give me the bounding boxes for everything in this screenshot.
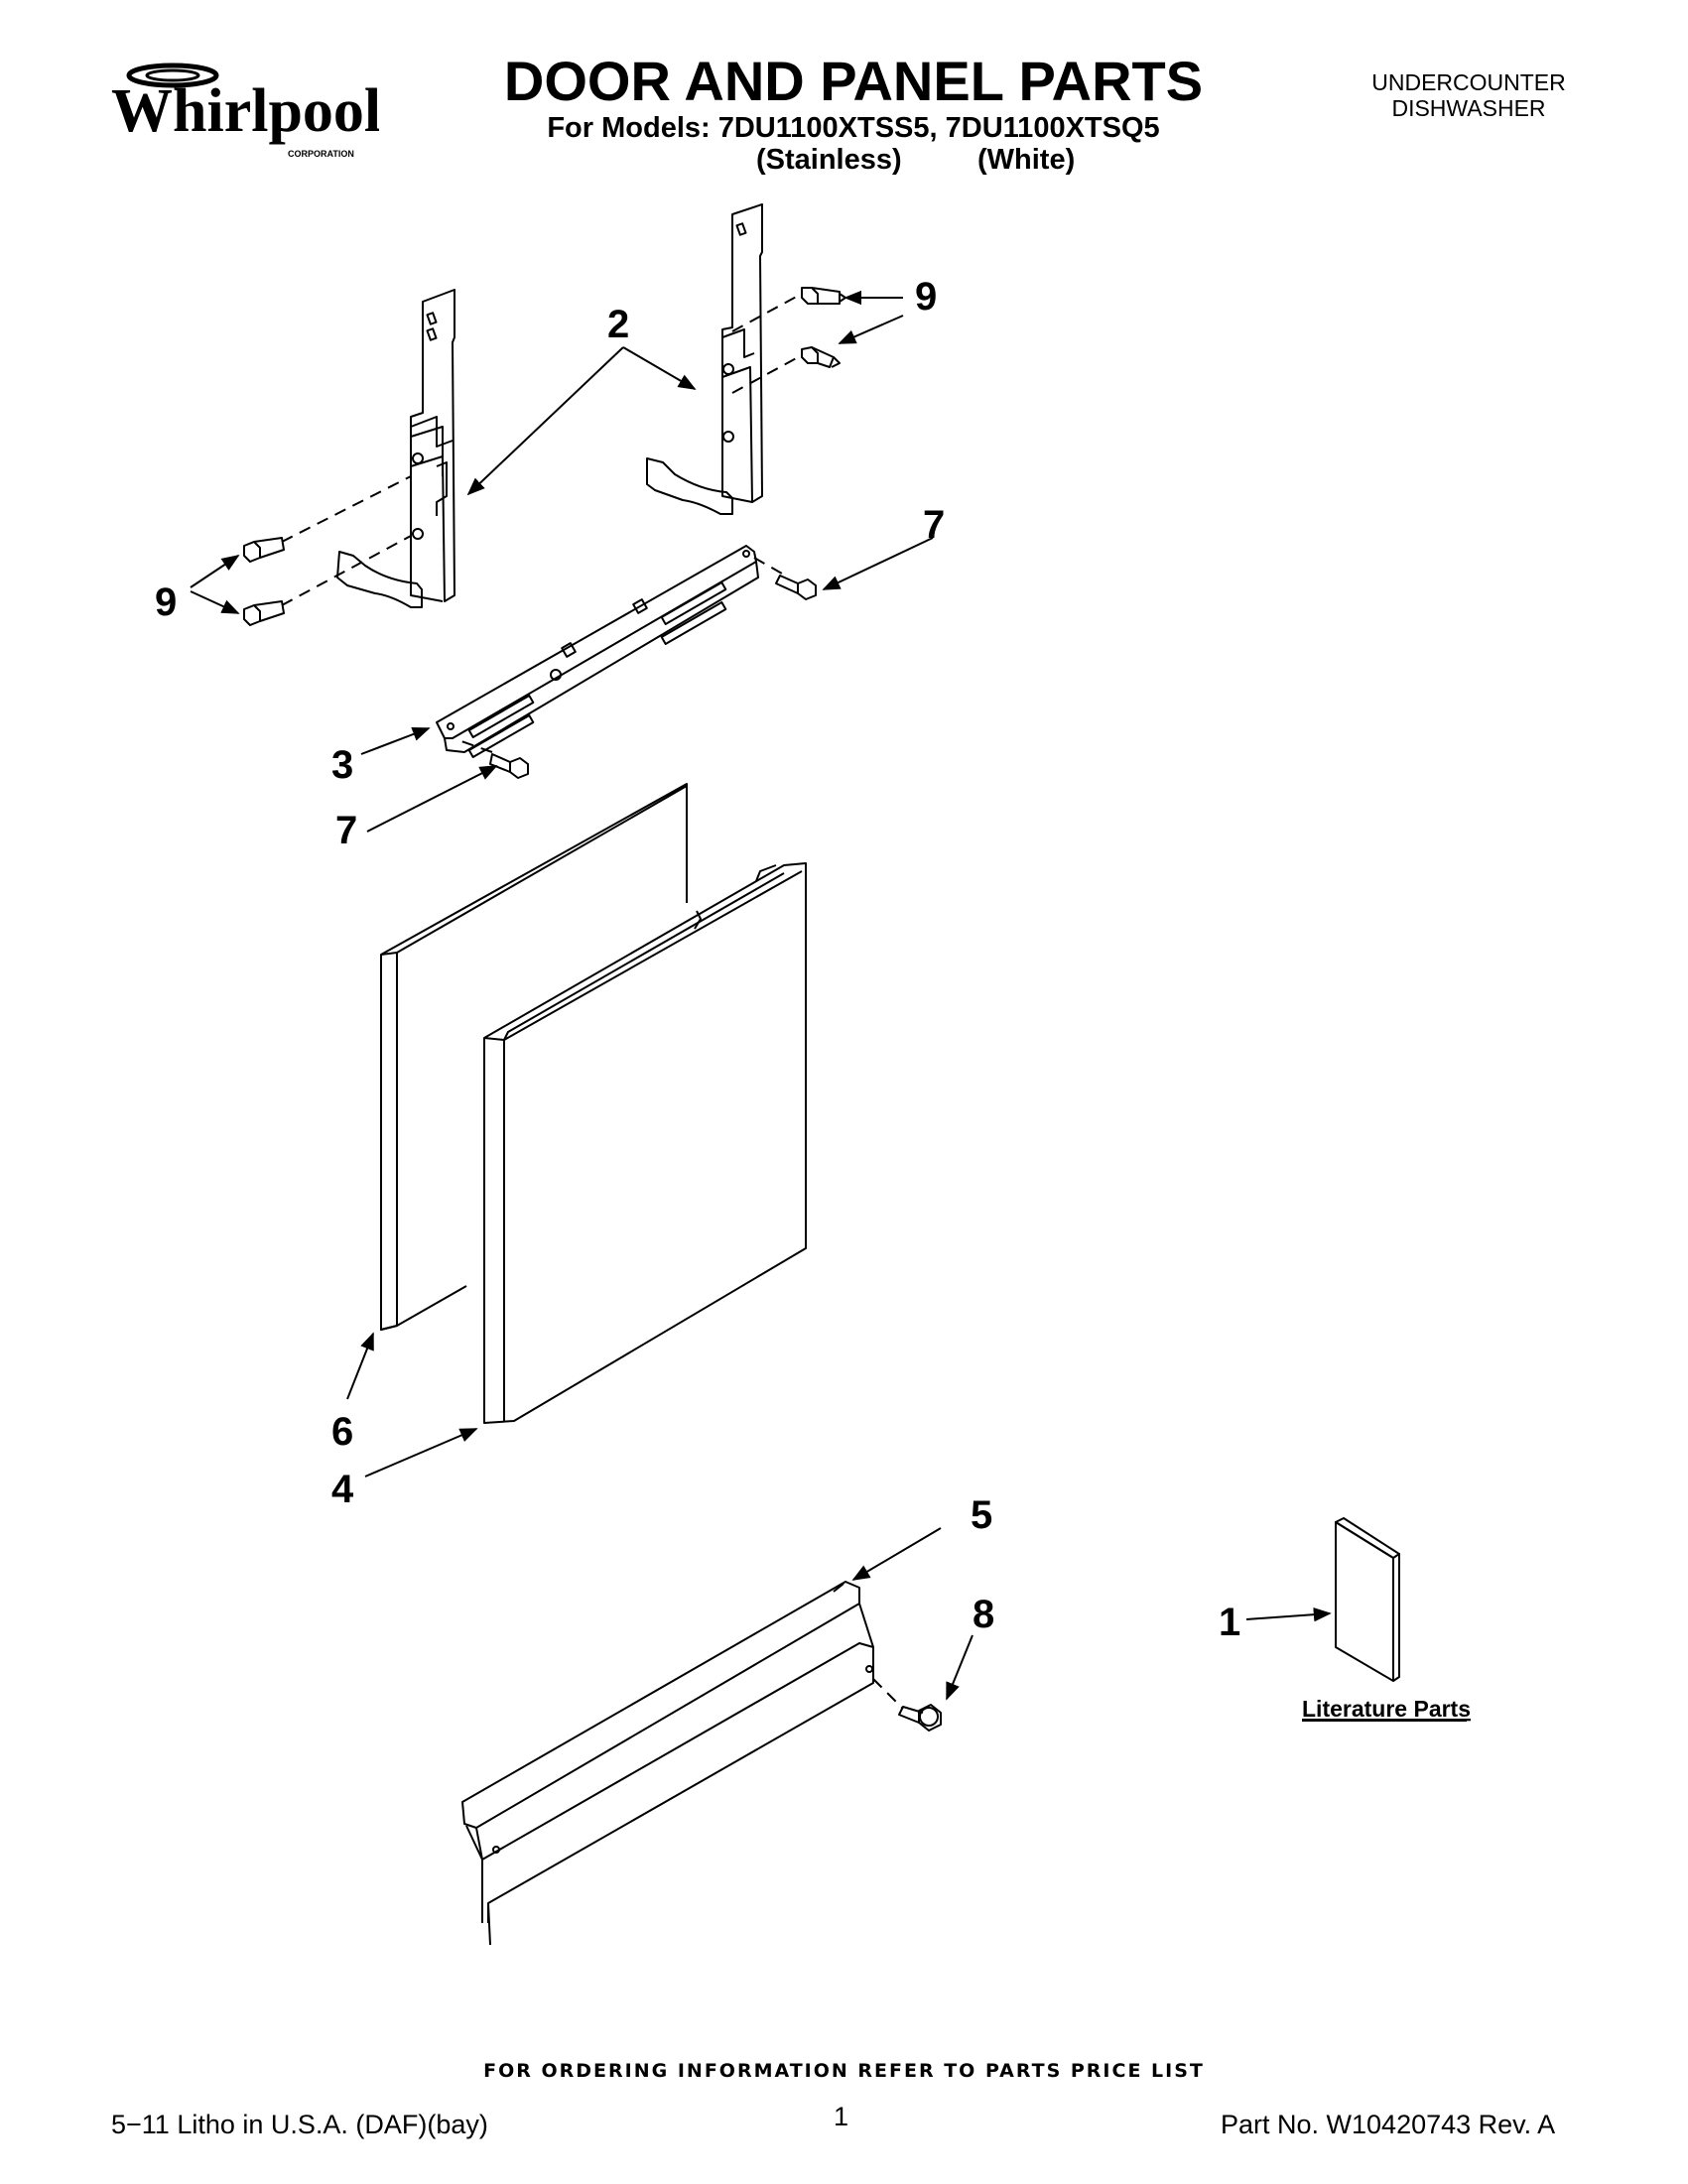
screw-9-upper-right xyxy=(801,287,846,305)
alignment-lines xyxy=(281,293,904,1710)
ordering-note: FOR ORDERING INFORMATION REFER TO PARTS … xyxy=(483,2060,1205,2082)
screw-8 xyxy=(898,1704,942,1732)
inner-door xyxy=(483,862,807,1424)
callout-9-right: 9 xyxy=(915,275,937,319)
right-hinge-bracket xyxy=(646,203,763,515)
mounting-bracket xyxy=(436,545,759,758)
litho-info: 5−11 Litho in U.S.A. (DAF)(bay) xyxy=(111,2110,488,2139)
page-number: 1 xyxy=(834,2102,849,2131)
toe-panel xyxy=(461,1581,874,1946)
callout-7-left: 7 xyxy=(335,809,357,852)
outer-door-panel xyxy=(380,783,688,1331)
finish-white: (White) xyxy=(977,144,1076,176)
part-number: Part No. W10420743 Rev. A xyxy=(1221,2110,1556,2139)
literature-parts-label: Literature Parts xyxy=(1302,1696,1471,1722)
appliance-type-line1: UNDERCOUNTER xyxy=(1371,69,1566,95)
finish-stainless: (Stainless) xyxy=(756,144,902,176)
screw-7-left xyxy=(489,753,529,779)
callout-3: 3 xyxy=(331,743,353,787)
literature-booklet xyxy=(1335,1517,1400,1682)
screw-9-lower-left xyxy=(243,600,285,626)
screw-9-lower-right xyxy=(801,346,841,368)
brand-sub: CORPORATION xyxy=(288,149,354,159)
callout-6: 6 xyxy=(331,1410,353,1454)
callout-5: 5 xyxy=(971,1493,992,1537)
page-title: DOOR AND PANEL PARTS xyxy=(503,50,1204,112)
brand-wordmark: Whirlpool xyxy=(111,77,379,145)
callout-4: 4 xyxy=(331,1468,354,1511)
screw-7-right xyxy=(775,575,817,600)
callout-1: 1 xyxy=(1219,1601,1240,1644)
screw-9-upper-left xyxy=(243,537,285,563)
leader-lines xyxy=(190,290,1332,1701)
whirlpool-logo: Whirlpool CORPORATION xyxy=(111,63,379,159)
models-line: For Models: 7DU1100XTSS5, 7DU1100XTSQ5 xyxy=(547,112,1160,144)
callout-9-left: 9 xyxy=(155,580,177,624)
callout-8: 8 xyxy=(973,1593,994,1636)
callout-7-right: 7 xyxy=(923,503,945,547)
callout-2: 2 xyxy=(607,303,629,346)
left-hinge-bracket xyxy=(336,289,455,608)
appliance-type-line2: DISHWASHER xyxy=(1391,95,1546,121)
